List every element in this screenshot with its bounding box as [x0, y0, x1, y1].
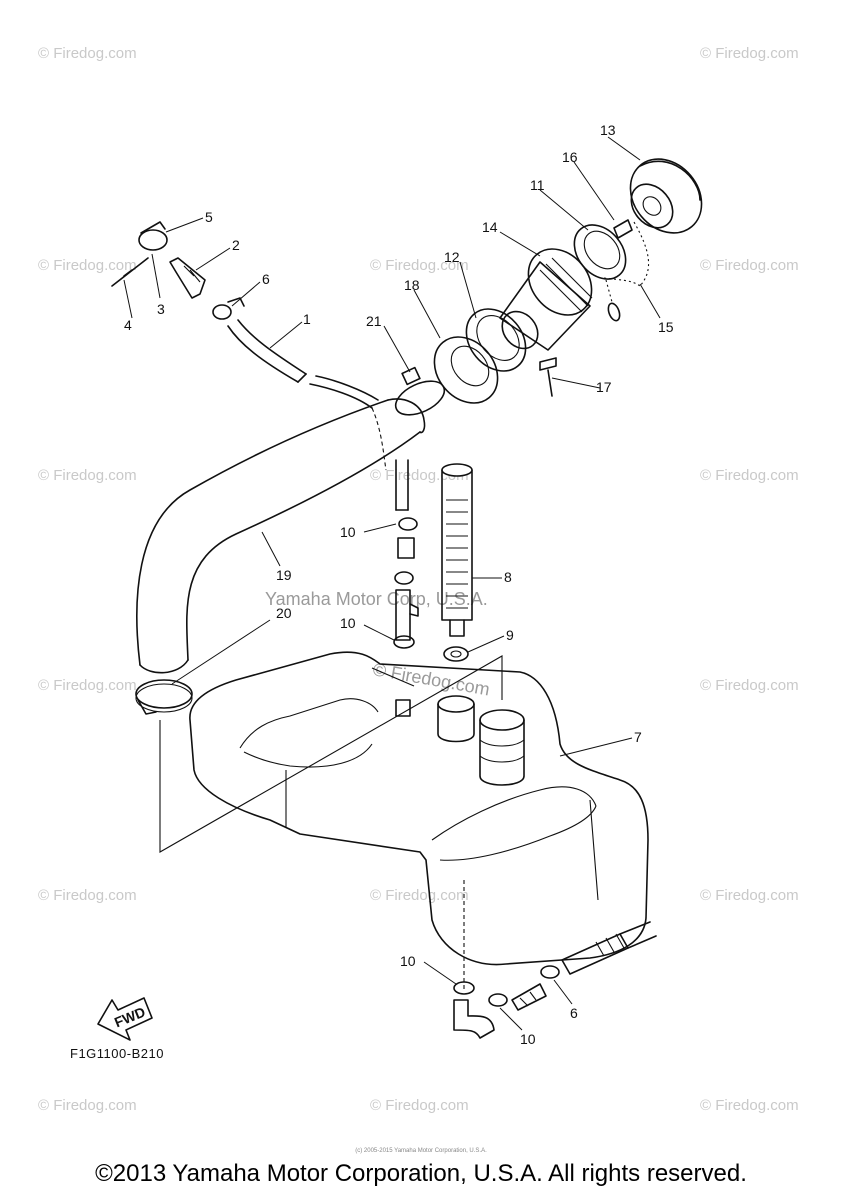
watermark: © Firedog.com [38, 467, 137, 484]
callout-5: 5 [205, 209, 213, 225]
callout-21: 21 [366, 313, 382, 329]
center-watermark: Yamaha Motor Corp, U.S.A. [265, 589, 488, 609]
watermark: © Firedog.com [700, 257, 799, 274]
callout-6-lower: 6 [570, 1005, 578, 1021]
callout-10-middle: 10 [340, 615, 356, 631]
callout-15: 15 [658, 319, 674, 335]
callout-20: 20 [276, 605, 292, 621]
watermark: © Firedog.com [38, 677, 137, 694]
watermark: © Firedog.com [700, 677, 799, 694]
callout-11: 11 [530, 177, 545, 193]
watermark: © Firedog.com [370, 887, 469, 904]
copyright-notice: ©2013 Yamaha Motor Corporation, U.S.A. A… [95, 1160, 747, 1187]
watermark: © Firedog.com [370, 257, 469, 274]
lower-fittings [453, 921, 657, 1039]
watermark: © Firedog.com [38, 45, 137, 62]
watermark: © Firedog.com [700, 887, 799, 904]
filler-hose [135, 398, 426, 715]
callout-9: 9 [506, 627, 514, 643]
watermark: © Firedog.com [38, 887, 137, 904]
callout-1: 1 [303, 311, 311, 327]
callout-18: 18 [404, 277, 420, 293]
watermark: © Firedog.com [700, 45, 799, 62]
fuel-tank [159, 651, 649, 990]
callout-10-lower-right: 10 [520, 1031, 536, 1047]
callout-7: 7 [634, 729, 642, 745]
callout-2: 2 [232, 237, 240, 253]
watermark: © Firedog.com [38, 257, 137, 274]
callout-12: 12 [444, 249, 460, 265]
callout-17: 17 [596, 379, 612, 395]
callout-13: 13 [600, 122, 616, 138]
watermark: © Firedog.com [38, 1097, 137, 1114]
diagram-code: F1G1100-B210 [70, 1046, 164, 1061]
callout-14: 14 [482, 219, 498, 235]
callout-10-upper: 10 [340, 524, 356, 540]
callout-3: 3 [157, 301, 165, 317]
watermark: © Firedog.com [700, 1097, 799, 1114]
callout-8: 8 [504, 569, 512, 585]
fuel-joint-assembly [111, 221, 379, 409]
watermark: © Firedog.com [700, 467, 799, 484]
callout-19: 19 [276, 567, 292, 583]
callout-4: 4 [124, 317, 132, 333]
watermark: © Firedog.com [370, 1097, 469, 1114]
filler-cap-assembly [394, 158, 703, 416]
callout-6-upper: 6 [262, 271, 270, 287]
watermark-layer: © Firedog.com © Firedog.com © Firedog.co… [38, 45, 799, 1114]
tiny-note: (c) 2005-2015 Yamaha Motor Corporation, … [355, 1148, 487, 1154]
leader-lines [123, 136, 661, 1031]
breather-pipes [393, 459, 419, 717]
callout-10-lower-left: 10 [400, 953, 416, 969]
callout-16: 16 [562, 149, 578, 165]
fwd-arrow: FWD [97, 997, 153, 1041]
fuel-strainer [441, 463, 473, 662]
callout-layer: 1 2 3 4 5 6 6 7 8 9 10 10 10 10 11 12 13… [124, 122, 674, 1047]
